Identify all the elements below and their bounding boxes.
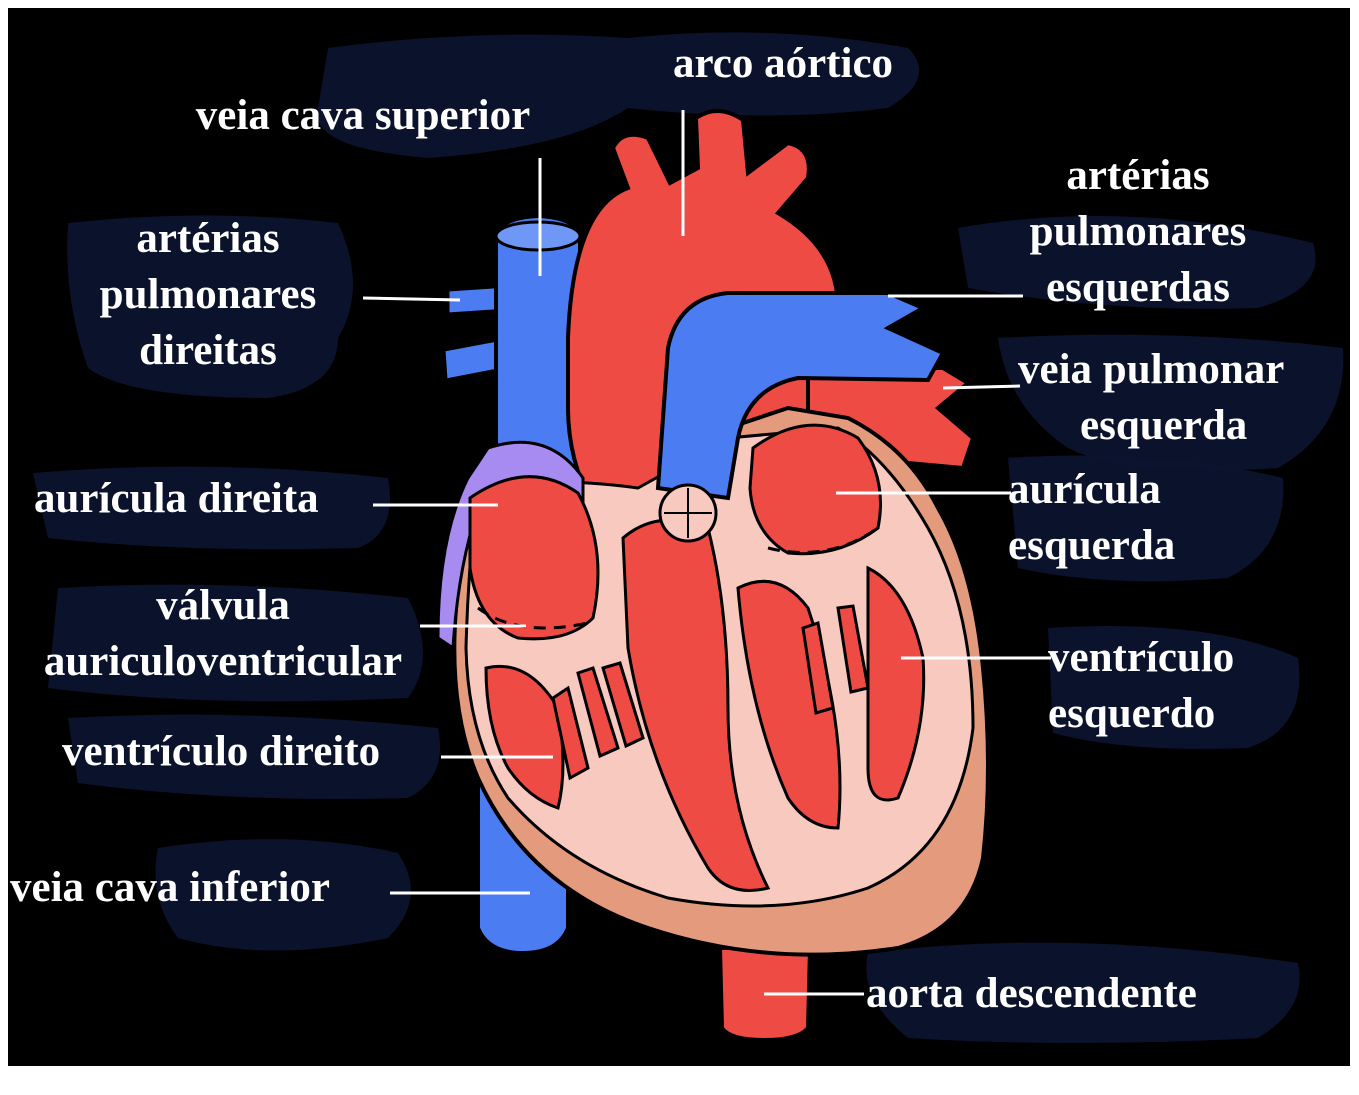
label-auricula-esquerda: aurícula esquerda	[1008, 462, 1228, 574]
label-aorta-descendente: aorta descendente	[866, 966, 1266, 1022]
label-arterias-pulmonares-direitas: artérias pulmonares direitas	[68, 211, 348, 379]
label-ventriculo-esquerdo: ventrículo esquerdo	[1048, 630, 1298, 742]
diagram-frame: arco aórtico veia cava superior artérias…	[8, 8, 1350, 1066]
label-valvula-auriculoventricular: válvula auriculoventricular	[8, 578, 438, 690]
label-auricula-direita: aurícula direita	[34, 471, 379, 527]
label-veia-pulmonar-esquerda: veia pulmonar esquerda	[1018, 342, 1338, 454]
right-atrium	[470, 477, 598, 639]
label-arterias-pulmonares-esquerdas: artérias pulmonares esquerdas	[998, 148, 1278, 316]
label-veia-cava-inferior: veia cava inferior	[10, 860, 400, 916]
left-atrium	[750, 425, 881, 554]
label-ventriculo-direito: ventrículo direito	[62, 724, 442, 780]
label-arco-aortico: arco aórtico	[643, 36, 923, 92]
label-veia-cava-superior: veia cava superior	[158, 88, 568, 144]
svc-opening	[496, 222, 580, 250]
